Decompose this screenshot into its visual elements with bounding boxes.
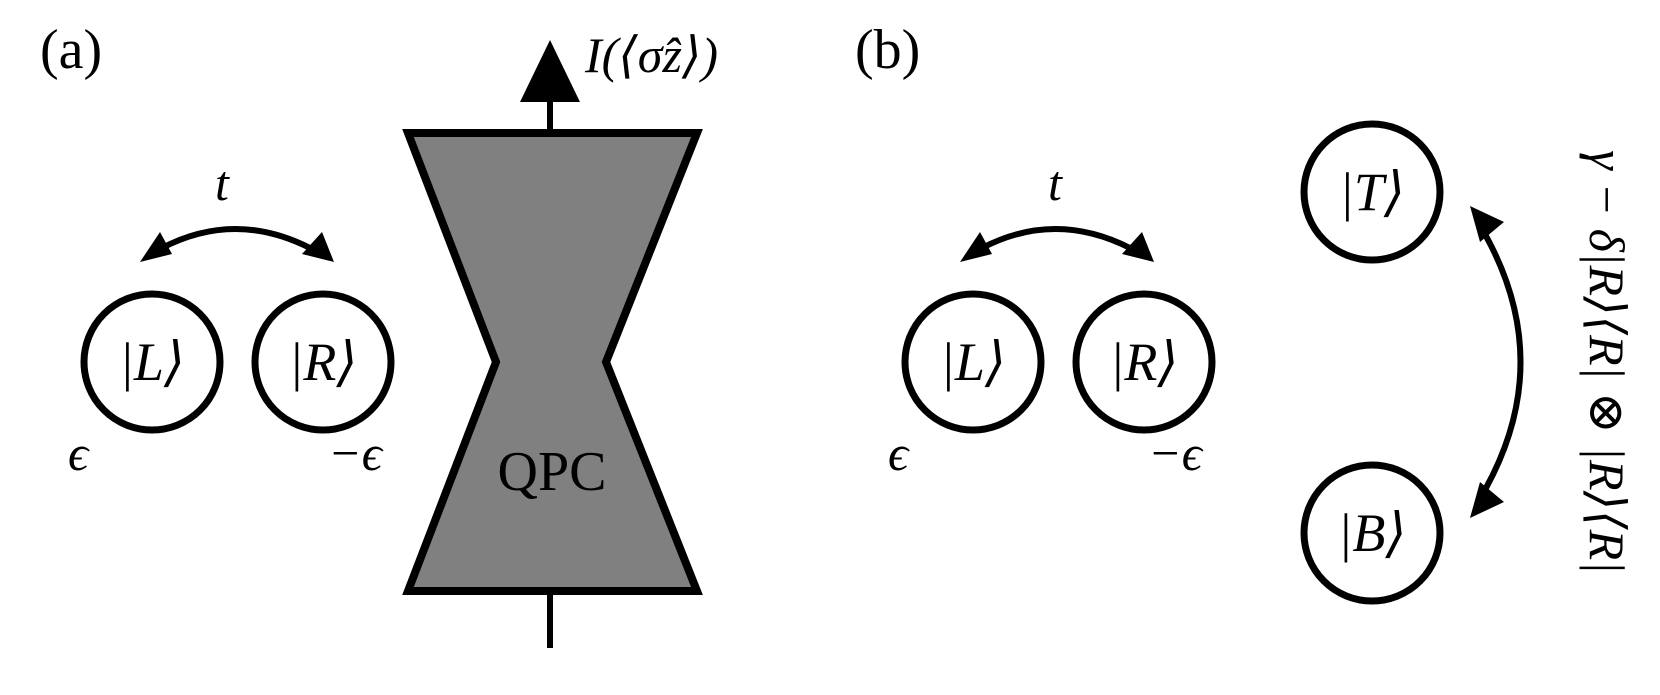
- state-label-left-b: |L⟩: [940, 332, 1006, 392]
- panel-label-a: (a): [40, 19, 102, 81]
- tunneling-arrow-a: [140, 226, 334, 262]
- state-circle-top: [1300, 120, 1444, 264]
- current-label: I(⟨σ̂z⟩): [584, 27, 718, 83]
- coupling-arrow: [1470, 206, 1524, 518]
- energy-label-left-a: ϵ: [68, 425, 90, 481]
- energy-label-right-a: −ϵ: [328, 425, 384, 481]
- state-circle-bottom: [1300, 461, 1444, 605]
- state-circle-right-a: [251, 290, 395, 434]
- qpc-shape: [402, 40, 703, 648]
- state-circle-right-b: [1072, 290, 1216, 434]
- qpc-label: QPC: [498, 441, 607, 503]
- state-label-left-a: |L⟩: [119, 332, 185, 392]
- state-label-right-a: |R⟩: [289, 332, 358, 392]
- energy-label-left-b: ϵ: [888, 425, 910, 481]
- energy-label-right-b: −ϵ: [1148, 425, 1204, 481]
- tunneling-arrow-b: [960, 226, 1154, 262]
- state-label-top: |T⟩: [1339, 162, 1405, 222]
- jump-operator-label: γ − δ|R⟩⟨R| ⊗ |R⟩⟨R|: [1579, 150, 1635, 574]
- state-circle-left-a: [80, 290, 224, 434]
- tunneling-label-b: t: [1048, 155, 1063, 211]
- state-circle-left-b: [901, 290, 1045, 434]
- panel-label-b: (b): [855, 19, 920, 81]
- tunneling-label-a: t: [215, 155, 230, 211]
- state-label-bottom: |B⟩: [1338, 503, 1407, 563]
- state-label-right-b: |R⟩: [1110, 332, 1179, 392]
